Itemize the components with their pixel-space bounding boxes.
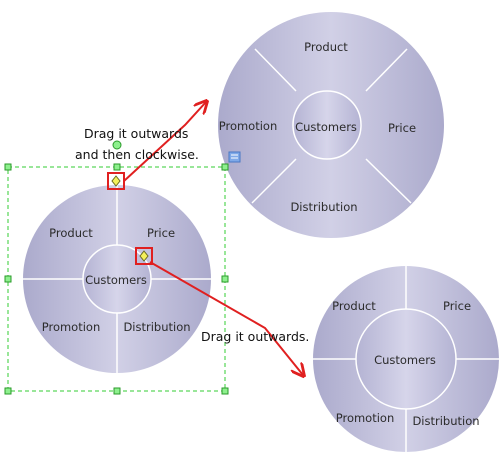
annotation-middle: Drag it outwards.: [201, 329, 309, 344]
diagram-main[interactable]: Product Price Promotion Distribution Cus…: [23, 185, 211, 373]
divider-line: [251, 158, 297, 204]
segment-label-distribution: Distribution: [123, 320, 190, 334]
center-label-customers: Customers: [374, 353, 436, 367]
center-label-customers: Customers: [295, 120, 357, 134]
control-handle-inner[interactable]: [135, 247, 153, 265]
resize-handle[interactable]: [4, 163, 12, 171]
resize-handle[interactable]: [4, 387, 12, 395]
arrow-to-top-diagram: [123, 102, 206, 182]
annotation-top-line2: and then clockwise.: [75, 147, 199, 162]
resize-handle[interactable]: [221, 275, 229, 283]
resize-handle[interactable]: [221, 387, 229, 395]
segment-label-product: Product: [332, 299, 376, 313]
resize-handle[interactable]: [4, 275, 12, 283]
segment-label-product: Product: [304, 40, 348, 54]
segment-label-distribution: Distribution: [290, 200, 357, 214]
resize-handle[interactable]: [113, 163, 121, 171]
segment-label-promotion: Promotion: [219, 119, 278, 133]
segment-label-promotion: Promotion: [336, 411, 395, 425]
arrow-to-bottom-diagram: [149, 261, 303, 375]
selection-box[interactable]: [4, 140, 229, 395]
diagram-top-right[interactable]: Product Promotion Price Distribution Cus…: [218, 12, 444, 238]
diagram-bottom-right[interactable]: Product Price Promotion Distribution Cus…: [313, 266, 499, 452]
segment-label-price: Price: [388, 121, 416, 135]
resize-handle[interactable]: [221, 163, 229, 171]
segment-label-promotion: Promotion: [42, 320, 101, 334]
segment-label-price: Price: [443, 299, 471, 313]
shape-menu-icon[interactable]: [228, 151, 241, 163]
segment-label-product: Product: [49, 226, 93, 240]
center-circle: [355, 308, 457, 410]
segment-label-distribution: Distribution: [412, 414, 479, 428]
center-circle: [82, 244, 152, 314]
resize-handle[interactable]: [113, 387, 121, 395]
divider-line: [254, 48, 297, 92]
annotation-top-line1: Drag it outwards: [84, 126, 188, 141]
divider-line: [365, 158, 412, 204]
center-label-customers: Customers: [85, 273, 147, 287]
segment-label-price: Price: [147, 226, 175, 240]
divider-line: [365, 48, 408, 92]
center-circle: [292, 90, 362, 160]
rotate-handle[interactable]: [112, 140, 122, 150]
